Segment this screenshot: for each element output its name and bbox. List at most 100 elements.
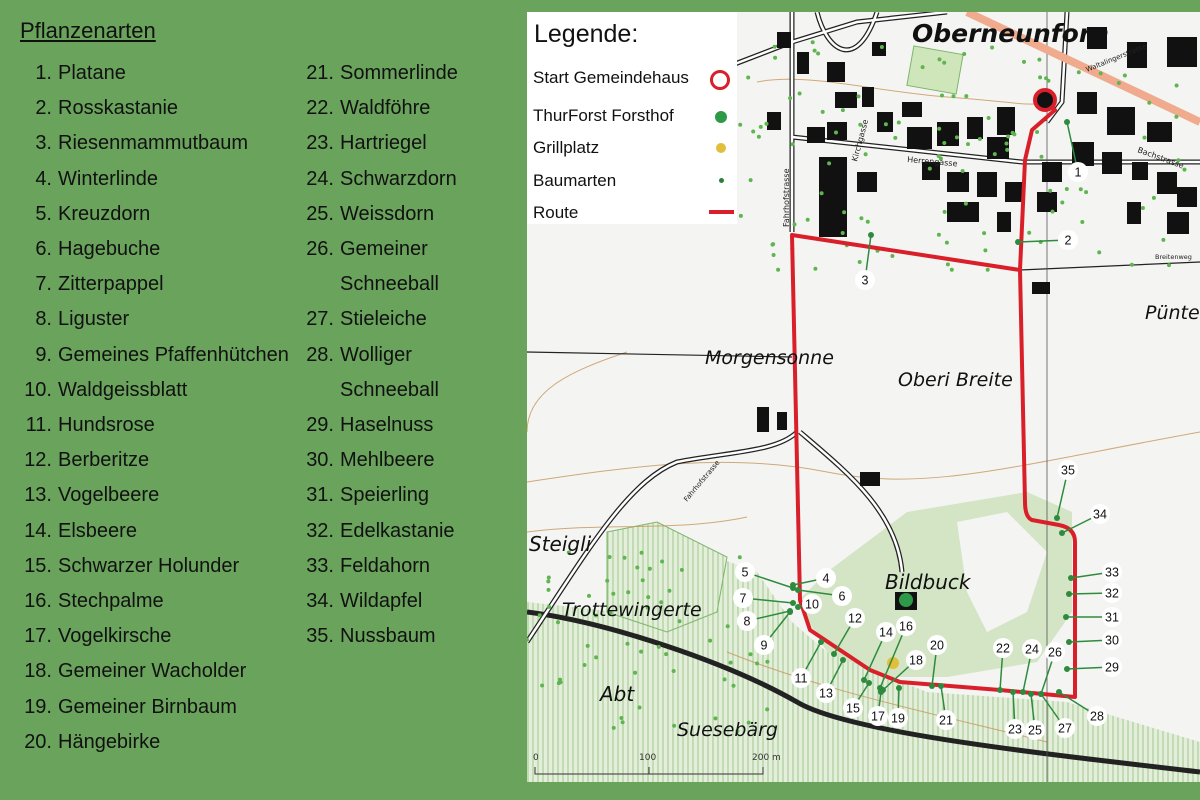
marker-number: 25 [1028,724,1042,738]
tree-dot [677,619,682,624]
tree-marker-16[interactable]: 16 [877,616,916,691]
plant-number: 14. [24,519,52,542]
marker-badge [832,586,852,606]
tree-dot [585,643,590,648]
marker-number: 5 [742,566,749,580]
tree-marker-12[interactable]: 12 [831,608,865,657]
tree-marker-5[interactable]: 5 [735,562,796,591]
tree-marker-6[interactable]: 6 [795,586,852,606]
tree-dot [773,55,778,60]
tree-marker-11[interactable]: 11 [791,639,824,688]
tree-dot [1129,262,1134,267]
marker-number: 7 [740,592,747,606]
tree-marker-28[interactable]: 28 [1056,689,1107,726]
tree-dot [983,248,988,253]
tree-marker-18[interactable]: 18 [880,650,926,693]
tree-dot [608,610,613,615]
tree-dot [748,652,753,657]
tree-dot [1004,141,1009,146]
plant-list-item: 22.Waldföhre [302,91,502,126]
tree-dot [639,550,644,555]
plant-number: 24. [306,167,334,190]
tree-marker-25[interactable]: 25 [1025,691,1045,740]
tree-marker-3[interactable]: 3 [855,232,875,290]
tree-dot [738,122,743,127]
tree-marker-32[interactable]: 32 [1066,583,1122,603]
marker-badge [1087,706,1107,726]
route-map[interactable]: Oberneunforn Pünte Morgensonne Oberi Bre… [527,12,1200,782]
tree-marker-7[interactable]: 7 [733,588,796,608]
map-canvas: Oberneunforn Pünte Morgensonne Oberi Bre… [527,12,1200,782]
plant-name: Zitterpappel [58,273,164,296]
tree-marker-13[interactable]: 13 [816,657,846,703]
tree-marker-20[interactable]: 20 [927,635,947,689]
tree-dot [725,624,730,629]
plant-list-item: 10.Waldgeissblatt [20,373,300,408]
building [987,137,1009,159]
tree-dot [982,231,987,236]
tree-marker-9[interactable]: 9 [754,609,793,655]
tree-marker-19[interactable]: 19 [888,685,908,728]
tree-marker-21[interactable]: 21 [936,683,956,730]
tree-point [1064,666,1070,672]
tree-marker-1[interactable]: 1 [1064,119,1088,182]
tree-marker-31[interactable]: 31 [1063,607,1122,627]
tree-marker-22[interactable]: 22 [993,638,1013,693]
tree-marker-29[interactable]: 29 [1064,657,1122,677]
tree-marker-30[interactable]: 30 [1066,630,1122,650]
marker-number: 28 [1090,710,1104,724]
tree-dot [751,129,756,134]
tree-marker-23[interactable]: 23 [1005,689,1025,739]
plant-list-item: 16.Stechpalme [20,584,300,619]
tree-dot [937,57,942,62]
building [857,172,877,192]
tree-dot [664,652,669,657]
marker-badge [737,611,757,631]
plant-number: 32. [306,519,334,542]
tree-dot [944,240,949,245]
tree-dot [1167,263,1171,268]
building [977,172,997,197]
small-green-dot-icon [719,178,724,183]
tree-marker-27[interactable]: 27 [1038,691,1075,738]
tree-point [840,657,846,663]
place-morgensonne: Morgensonne [705,347,834,369]
tree-marker-34[interactable]: 34 [1059,504,1110,536]
tree-dot [656,644,661,649]
plant-list-item: 17.Vogelkirsche [20,619,300,654]
tree-dot [566,550,571,555]
tree-marker-24[interactable]: 24 [1020,639,1042,695]
plant-name: Vogelbeere [58,484,160,507]
tree-point [896,685,902,691]
plant-list-item: 14.Elsbeere [20,514,300,549]
tree-point [866,680,872,686]
plant-number: 6. [35,238,52,261]
tree-dot [842,210,847,215]
plant-number: 8. [35,308,52,331]
tree-marker-10[interactable]: 10 [795,594,822,614]
red-line-icon [709,210,734,214]
plant-name: Liguster [58,308,130,331]
marker-badge [1045,642,1065,662]
tree-marker-33[interactable]: 33 [1068,562,1122,582]
tree-marker-14[interactable]: 14 [861,622,896,683]
start-marker [1033,88,1057,112]
building [1157,172,1177,194]
tree-marker-2[interactable]: 2 [1015,230,1078,250]
tree-marker-35[interactable]: 35 [1054,460,1078,521]
marker-badge [876,622,896,642]
plant-name: Mehlbeere [340,449,435,472]
building [1167,212,1189,234]
plant-list-item: 1.Platane [20,56,300,91]
tree-marker-4[interactable]: 4 [790,568,836,588]
tree-dot [1076,70,1081,75]
tree-marker-15[interactable]: 15 [843,680,872,718]
tree-dot [755,661,760,666]
plant-name: Schwarzer Holunder [58,554,240,577]
scale-tick-0: 0 [533,753,539,763]
marker-number: 20 [930,639,944,653]
building [967,117,983,139]
plant-name: Waldgeissblatt [58,378,188,401]
tree-marker-26[interactable]: 26 [1038,642,1065,697]
